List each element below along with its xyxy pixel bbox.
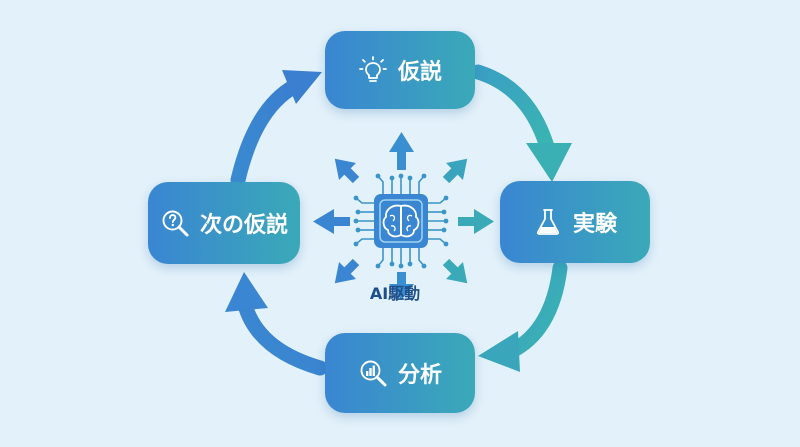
arrow-next-hypothesis-to-hypothesis [230, 70, 322, 188]
flask-icon [536, 209, 560, 235]
radiating-arrows [313, 132, 494, 300]
radiating-arrow [313, 209, 350, 234]
radiating-arrow [334, 258, 360, 284]
node-next-hypothesis: 次の仮説 [148, 182, 300, 264]
radiating-arrow [389, 132, 414, 170]
arrow-experiment-to-analysis [478, 260, 568, 372]
magnifier-chart-icon [360, 360, 387, 387]
node-hypothesis-label: 仮説 [397, 60, 442, 85]
radiating-arrow [442, 158, 468, 184]
center-label: AI駆動 [369, 284, 421, 303]
radiating-arrow [389, 272, 414, 300]
ai-chip-brain-icon [374, 194, 428, 248]
arrow-hypothesis-to-experiment [470, 64, 572, 182]
magnifier-question-icon [162, 210, 189, 237]
node-analysis-label: 分析 [397, 363, 442, 388]
chip-trace-nodes [353, 173, 449, 269]
radiating-arrow [442, 258, 468, 284]
chip-circuit-traces [355, 175, 447, 267]
radiating-arrow [334, 158, 360, 184]
radiating-arrow [458, 209, 494, 234]
node-next-hypothesis-label: 次の仮説 [199, 213, 288, 238]
node-experiment: 実験 [500, 181, 650, 263]
node-analysis: 分析 [325, 333, 475, 413]
arrow-analysis-to-next-hypothesis [225, 272, 328, 376]
node-experiment-label: 実験 [572, 212, 617, 237]
node-hypothesis: 仮説 [325, 31, 475, 109]
lightbulb-icon [359, 56, 387, 82]
